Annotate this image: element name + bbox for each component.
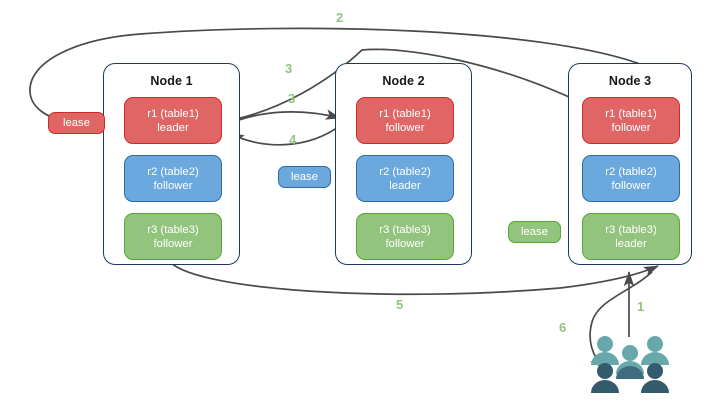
step-label-5: 5: [396, 297, 404, 312]
step-label-3-upper: 3: [285, 61, 293, 76]
node-box-1: Node 1 r1 (table1) leader r2 (table2) fo…: [103, 63, 240, 265]
replica-node3-r1: r1 (table1) follower: [582, 97, 680, 144]
replica-name: r2 (table2): [147, 165, 199, 178]
replica-name: r2 (table2): [379, 165, 431, 178]
replica-role: leader: [615, 237, 647, 250]
replica-node2-r2: r2 (table2) leader: [356, 155, 454, 202]
replica-name: r3 (table3): [147, 223, 199, 236]
replica-role: follower: [611, 179, 651, 192]
replica-name: r3 (table3): [379, 223, 431, 236]
replica-role: follower: [385, 121, 425, 134]
arrow-step-4: [229, 123, 343, 146]
node-box-3: Node 3 r1 (table1) follower r2 (table2) …: [568, 63, 692, 265]
lease-badge-green: lease: [508, 221, 561, 243]
replica-role: follower: [153, 179, 193, 192]
replica-role: leader: [157, 121, 189, 134]
step-label-4: 4: [289, 132, 297, 147]
node-box-2: Node 2 r1 (table1) follower r2 (table2) …: [335, 63, 472, 265]
replica-role: follower: [385, 237, 425, 250]
replica-node1-r2: r2 (table2) follower: [124, 155, 222, 202]
arrow-step-5: [169, 261, 659, 296]
replica-name: r1 (table1): [379, 107, 431, 120]
node-title-3: Node 3: [608, 74, 652, 88]
step-label-2: 2: [336, 10, 344, 25]
users-icon-center-figure: [616, 366, 644, 379]
replica-node3-r2: r2 (table2) follower: [582, 155, 680, 202]
users-icon: [591, 336, 669, 393]
replica-name: r1 (table1): [147, 107, 199, 120]
step-label-3-lower: 3: [288, 91, 296, 106]
step-label-6: 6: [559, 320, 567, 335]
users-icon-front-row: [591, 363, 669, 393]
lease-badge-blue: lease: [278, 166, 331, 188]
node-title-1: Node 1: [150, 74, 193, 88]
replica-role: follower: [611, 121, 651, 134]
replica-node2-r3: r3 (table3) follower: [356, 213, 454, 260]
lease-badge-red: lease: [48, 112, 105, 134]
node-title-2: Node 2: [382, 74, 425, 88]
arrow-step-3-lower: [223, 109, 341, 127]
replica-role: follower: [153, 237, 193, 250]
replica-node3-r3: r3 (table3) leader: [582, 213, 680, 260]
replica-node1-r1: r1 (table1) leader: [124, 97, 222, 144]
replica-role: leader: [389, 179, 421, 192]
step-label-1: 1: [637, 299, 645, 314]
replica-node1-r3: r3 (table3) follower: [124, 213, 222, 260]
replica-name: r1 (table1): [605, 107, 657, 120]
replica-node2-r1: r1 (table1) follower: [356, 97, 454, 144]
replica-name: r2 (table2): [605, 165, 657, 178]
replica-name: r3 (table3): [605, 223, 657, 236]
